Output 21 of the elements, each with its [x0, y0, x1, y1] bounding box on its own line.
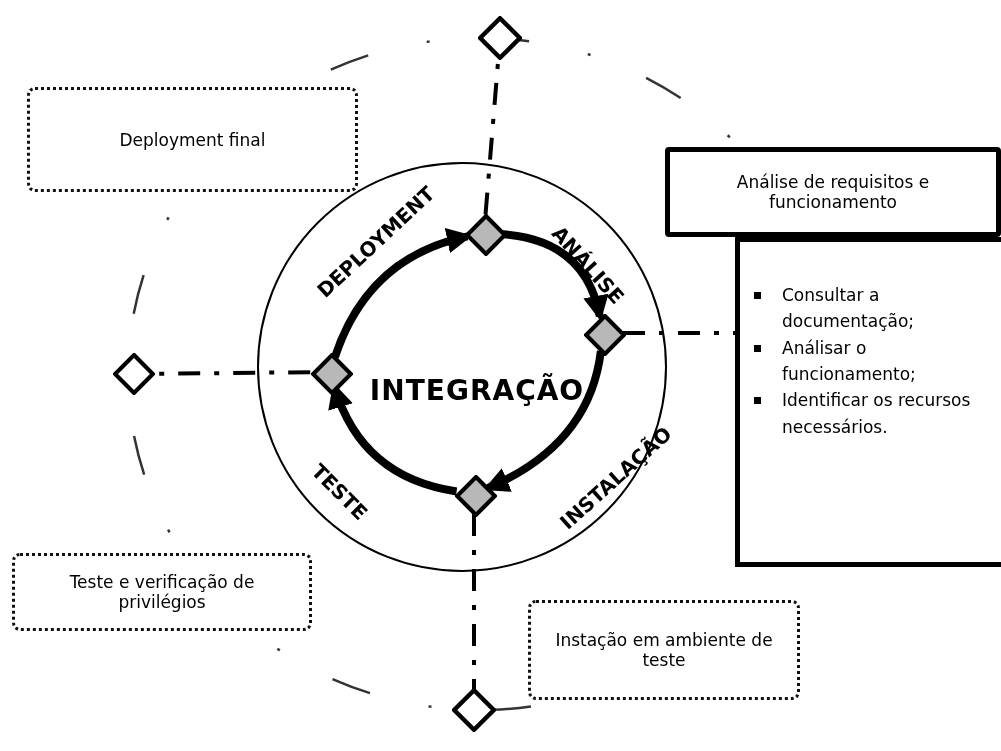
bullet-item: Identificar os recursos necessários. — [782, 390, 971, 437]
milestone-diamond — [465, 214, 507, 256]
connector-line — [472, 514, 476, 689]
bullet-item: Análisar o funcionamento; — [782, 337, 916, 385]
box-label: Análise de requisitos e funcionamento — [735, 172, 931, 212]
milestone-diamond — [311, 353, 353, 395]
milestone-diamond — [584, 314, 626, 356]
connector-line — [623, 331, 735, 335]
center-title: INTEGRAÇÃO — [368, 374, 586, 407]
milestone-diamond — [478, 16, 522, 60]
process-box — [12, 553, 312, 631]
milestone-diamond — [455, 475, 497, 517]
note-panel — [735, 237, 1001, 567]
milestone-diamond — [452, 688, 496, 732]
box-label: Teste e verificação de privilégios — [68, 572, 256, 612]
process-box — [528, 600, 800, 700]
bullet-item: Consultar a documentação; — [782, 285, 915, 332]
process-box — [665, 147, 1001, 237]
box-label: Deployment final — [118, 129, 267, 150]
milestone-diamond — [113, 353, 155, 395]
box-label: Instação em ambiente de teste — [554, 630, 774, 670]
